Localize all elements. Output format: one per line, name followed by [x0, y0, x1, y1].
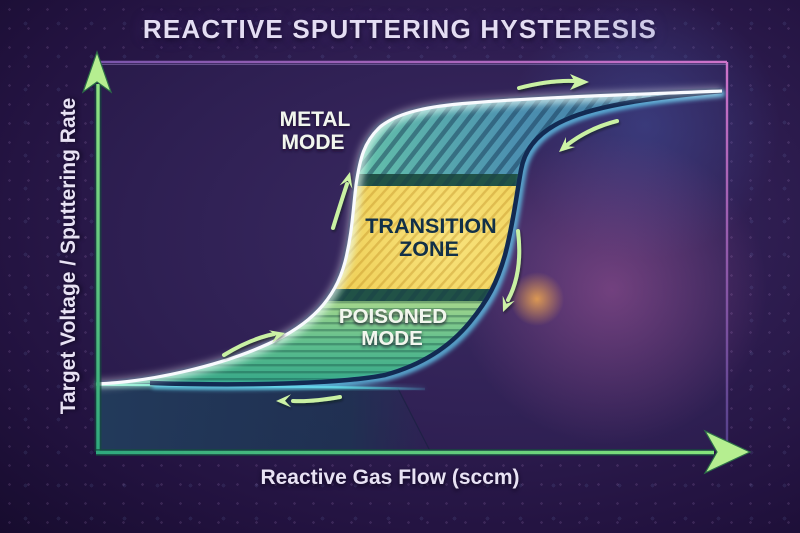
transition-zone-label-line2: ZONE: [399, 237, 459, 261]
transition-zone-label-line1: TRANSITION: [365, 214, 496, 238]
arrow-upper-return-icon: [559, 119, 619, 152]
upper-branch-curve: [93, 87, 723, 388]
y-axis-label: Target Voltage / Sputtering Rate: [57, 97, 80, 415]
orange-glint: [510, 272, 564, 326]
metal-mode-label-line2: MODE: [282, 131, 345, 154]
under-curve-shaded-area: [95, 382, 431, 452]
poisoned-mode-label-line1: POISONED: [339, 305, 447, 328]
x-axis: [96, 429, 752, 475]
lower-branch-curve: [149, 88, 725, 390]
x-axis-label: Reactive Gas Flow (sccm): [260, 466, 520, 489]
arrow-left-up-icon: [331, 172, 353, 230]
loop-direction-arrows: [222, 74, 619, 408]
poisoned-mode-label-line2: MODE: [361, 327, 423, 350]
arrow-bottom-left-icon: [276, 394, 342, 408]
x-axis-arrowhead-icon: [703, 429, 752, 475]
arrow-right-down-icon: [502, 229, 522, 312]
arrow-top-right-icon: [517, 74, 589, 90]
pink-glow: [457, 135, 767, 445]
metal-mode-label-line1: METAL: [280, 108, 351, 131]
arrow-lower-rise-icon: [222, 330, 285, 357]
y-axis-arrowhead-icon: [81, 50, 113, 94]
y-axis: [81, 50, 113, 452]
